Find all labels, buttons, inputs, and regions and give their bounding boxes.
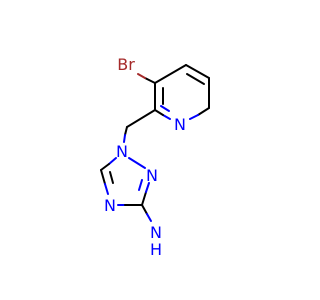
amine-nitrogen-label: N [150, 223, 162, 242]
triazole-n4-label: N [104, 196, 116, 215]
bond-c6-n-black [197, 107, 210, 116]
bond-ch2-n1-blue [123, 134, 126, 143]
bond-n1-c5-black [100, 163, 110, 171]
bond-n1-c5-blue [108, 157, 117, 165]
bond-c3-br-black [144, 77, 156, 84]
bond-n1-n2 [128, 157, 146, 169]
amine-hydrogen-label: H [150, 240, 162, 259]
triazole-n2-label: N [146, 166, 158, 185]
bond-c4-c5 [185, 64, 210, 79]
bond-c4-c5-inner [186, 73, 205, 85]
triazole-n1-label: N [116, 142, 128, 161]
pyridine-ring [154, 64, 210, 120]
molecule-structure: Br N N N N N H [100, 55, 210, 259]
bond-c5-n4-blue [104, 183, 109, 195]
bromine-label: Br [117, 55, 135, 74]
bond-c3-n2-blue [145, 182, 150, 193]
bond-c6-n-blue [189, 114, 199, 120]
bond-c3-nh2-black [141, 204, 148, 215]
bond-c3-c4 [154, 64, 187, 84]
pyridine-nitrogen-label: N [174, 115, 186, 134]
triazole-ring [100, 157, 150, 206]
bond-n-c2-blue [162, 114, 171, 120]
bond-c2-ch2 [126, 109, 156, 128]
bond-n-c2-inner [160, 105, 170, 112]
bond-c3-n2-inner [138, 179, 143, 191]
bond-ch2-n1-black [124, 126, 128, 136]
bond-c3-n2-black [141, 191, 147, 206]
bond-c5-n4-black [100, 169, 106, 185]
bond-n-c2-black [154, 109, 164, 116]
bond-c3-br-brown [137, 73, 146, 79]
bond-c3-nh2-blue [146, 213, 152, 222]
bond-c5-n4-inner [109, 171, 114, 184]
